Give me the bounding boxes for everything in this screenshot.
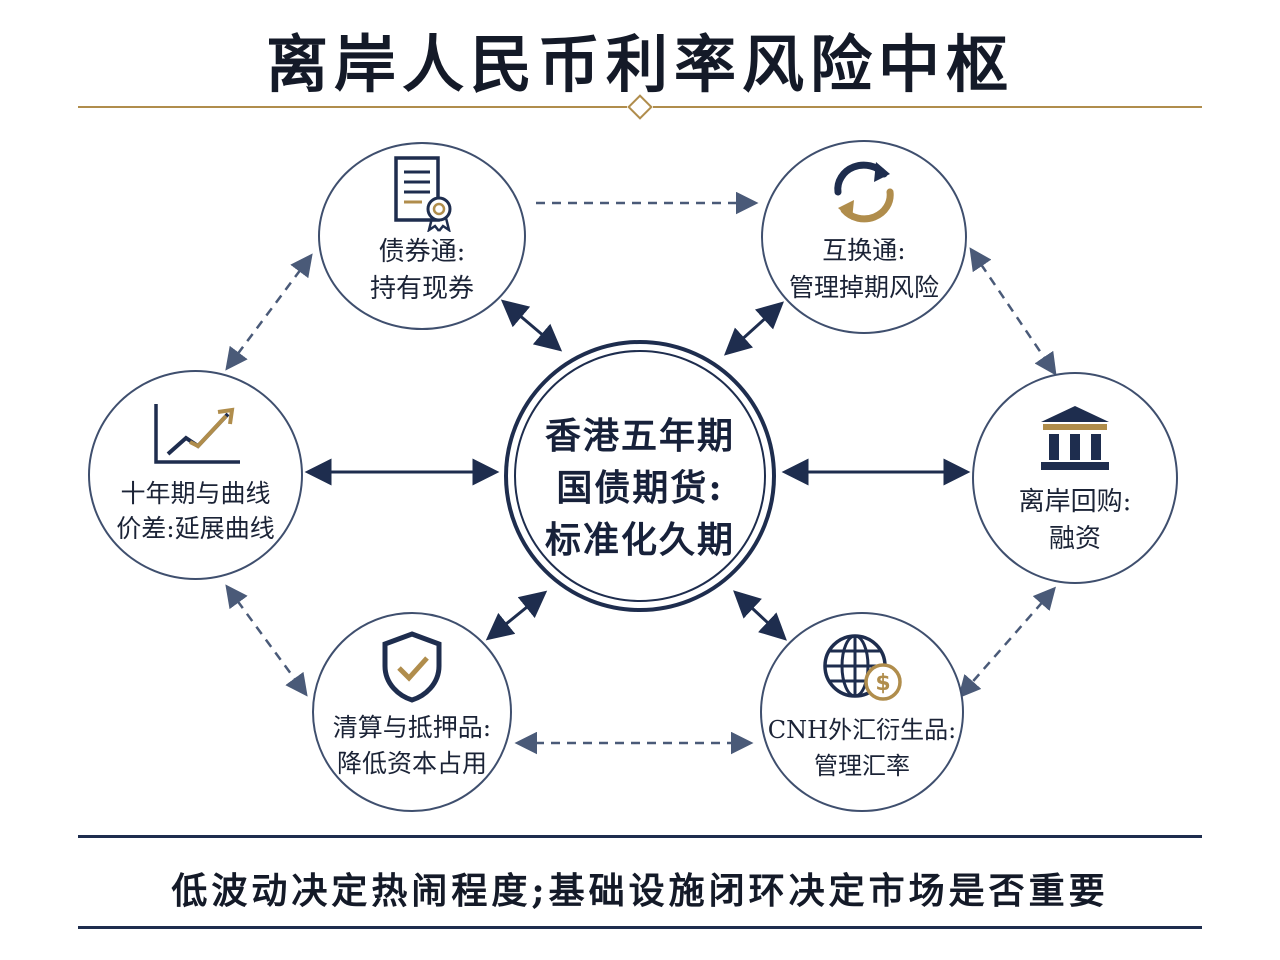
node-cnh-fx: $ CNH外汇衍生品: 管理汇率: [760, 612, 964, 812]
center-node-hk-5y-bond-futures: 香港五年期 国债期货: 标准化久期: [504, 340, 776, 612]
shield-check-icon: [382, 631, 442, 703]
exchange-arrows-icon: [834, 161, 894, 223]
node-clearing-collateral: 清算与抵押品: 降低资本占用: [312, 612, 512, 812]
dashed-arrow-repo-cnh: [958, 586, 1056, 699]
title-divider: [78, 94, 1202, 120]
svg-text:$: $: [875, 671, 890, 696]
footer-bottom-rule: [78, 926, 1202, 929]
offshore-repo-title: 离岸回购:: [1018, 487, 1132, 517]
bank-icon: [1041, 406, 1109, 470]
dashed-arrow-curve-clearing: [225, 584, 308, 697]
dashed-arrow-swap-repo: [969, 247, 1057, 376]
dashed-arrow-bond-curve: [225, 253, 313, 371]
center-line-3: 标准化久期: [544, 519, 735, 561]
line-chart-icon: [153, 404, 240, 464]
node-swap-connect: 互换通: 管理掉期风险: [761, 140, 967, 334]
clearing-title: 清算与抵押品:: [332, 713, 492, 742]
swap-connect-title: 互换通:: [822, 236, 906, 265]
node-curve-spread: 十年期与曲线 价差:延展曲线: [88, 370, 303, 580]
footer-caption: 低波动决定热闹程度;基础设施闭环决定市场是否重要: [171, 870, 1109, 912]
curve-spread-title: 十年期与曲线: [120, 479, 271, 508]
globe-dollar-icon: $: [823, 634, 902, 701]
bond-connect-title: 债券通:: [378, 237, 466, 267]
curve-spread-desc: 价差:延展曲线: [116, 514, 275, 543]
certificate-icon: [394, 156, 452, 232]
offshore-repo-desc: 融资: [1048, 524, 1101, 554]
bond-connect-desc: 持有现券: [369, 274, 474, 304]
swap-connect-desc: 管理掉期风险: [788, 273, 939, 302]
arrow-center-cnh: [733, 590, 787, 641]
diagram-title: 离岸人民币利率风险中枢: [265, 28, 1014, 101]
node-offshore-repo: 离岸回购: 融资: [972, 372, 1178, 584]
clearing-desc: 降低资本占用: [336, 749, 487, 778]
arrow-center-bond: [500, 299, 563, 352]
arrow-center-clearing: [485, 590, 548, 641]
node-bond-connect: 债券通: 持有现券: [318, 142, 526, 330]
arrow-center-swap: [723, 301, 785, 356]
footer-top-rule: [78, 835, 1202, 838]
cnh-fx-title: CNH外汇衍生品:: [767, 716, 957, 744]
cnh-fx-desc: 管理汇率: [814, 752, 910, 780]
center-line-2: 国债期货:: [556, 467, 724, 509]
center-line-1: 香港五年期: [544, 415, 735, 457]
